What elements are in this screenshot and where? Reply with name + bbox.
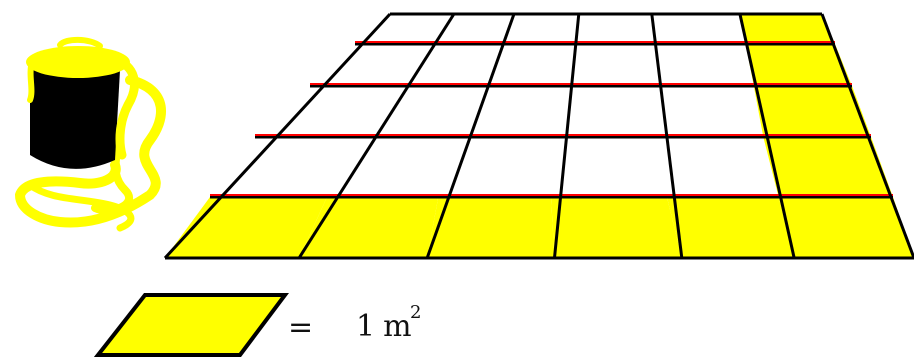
- yellow-grid-square: [763, 137, 893, 197]
- equals-sign: =: [288, 310, 313, 345]
- yellow-grid-square: [666, 197, 795, 258]
- white-grid-square: [438, 137, 551, 197]
- white-grid-square: [650, 14, 746, 44]
- yellow-grid-square: [753, 86, 871, 137]
- yellow-grid-square: [778, 197, 914, 258]
- paint-drip: [57, 36, 103, 49]
- white-grid-square: [355, 86, 476, 137]
- yellow-grid-square: [165, 197, 327, 258]
- yellow-grid-square: [745, 44, 852, 86]
- white-grid-square: [355, 14, 454, 44]
- paint-can-icon: [14, 36, 166, 232]
- grid-column-line: [552, 13, 581, 259]
- paint-can-rim: [26, 46, 130, 78]
- white-grid-square: [395, 44, 497, 86]
- unit-symbol: m: [383, 309, 411, 344]
- paint-can-body: [30, 70, 120, 169]
- paint-spill: [14, 75, 166, 228]
- grid-column-line: [820, 13, 914, 259]
- yellow-grid-square: [739, 14, 835, 44]
- white-grid-square: [550, 137, 667, 197]
- unit-number: 1: [356, 309, 375, 344]
- unit-exponent: 2: [410, 302, 421, 323]
- white-grid-square: [210, 137, 356, 197]
- paint-drip: [27, 59, 35, 103]
- white-grid-square: [569, 14, 652, 44]
- grid-column-line: [425, 13, 516, 259]
- white-grid-square: [451, 86, 561, 137]
- yellow-grid-square: [551, 197, 682, 258]
- yellow-grid-square: [427, 197, 555, 258]
- white-grid-square: [560, 44, 652, 86]
- white-grid-square: [496, 14, 579, 44]
- white-grid-square: [654, 137, 779, 197]
- grid-column-line: [650, 13, 684, 259]
- yellow-grid-square: [299, 197, 439, 258]
- grid-column-line: [163, 12, 392, 260]
- square-grid: [163, 12, 914, 260]
- white-grid-square: [651, 86, 764, 137]
- paint-spill: [26, 181, 135, 232]
- grid-column-line: [738, 13, 796, 259]
- grid-column-line: [297, 13, 456, 259]
- white-grid-square: [550, 86, 655, 137]
- unit-square: [93, 293, 289, 357]
- paint-drip: [110, 55, 139, 160]
- white-grid-square: [650, 44, 754, 86]
- white-grid-square: [327, 137, 452, 197]
- white-grid-square: [310, 44, 428, 86]
